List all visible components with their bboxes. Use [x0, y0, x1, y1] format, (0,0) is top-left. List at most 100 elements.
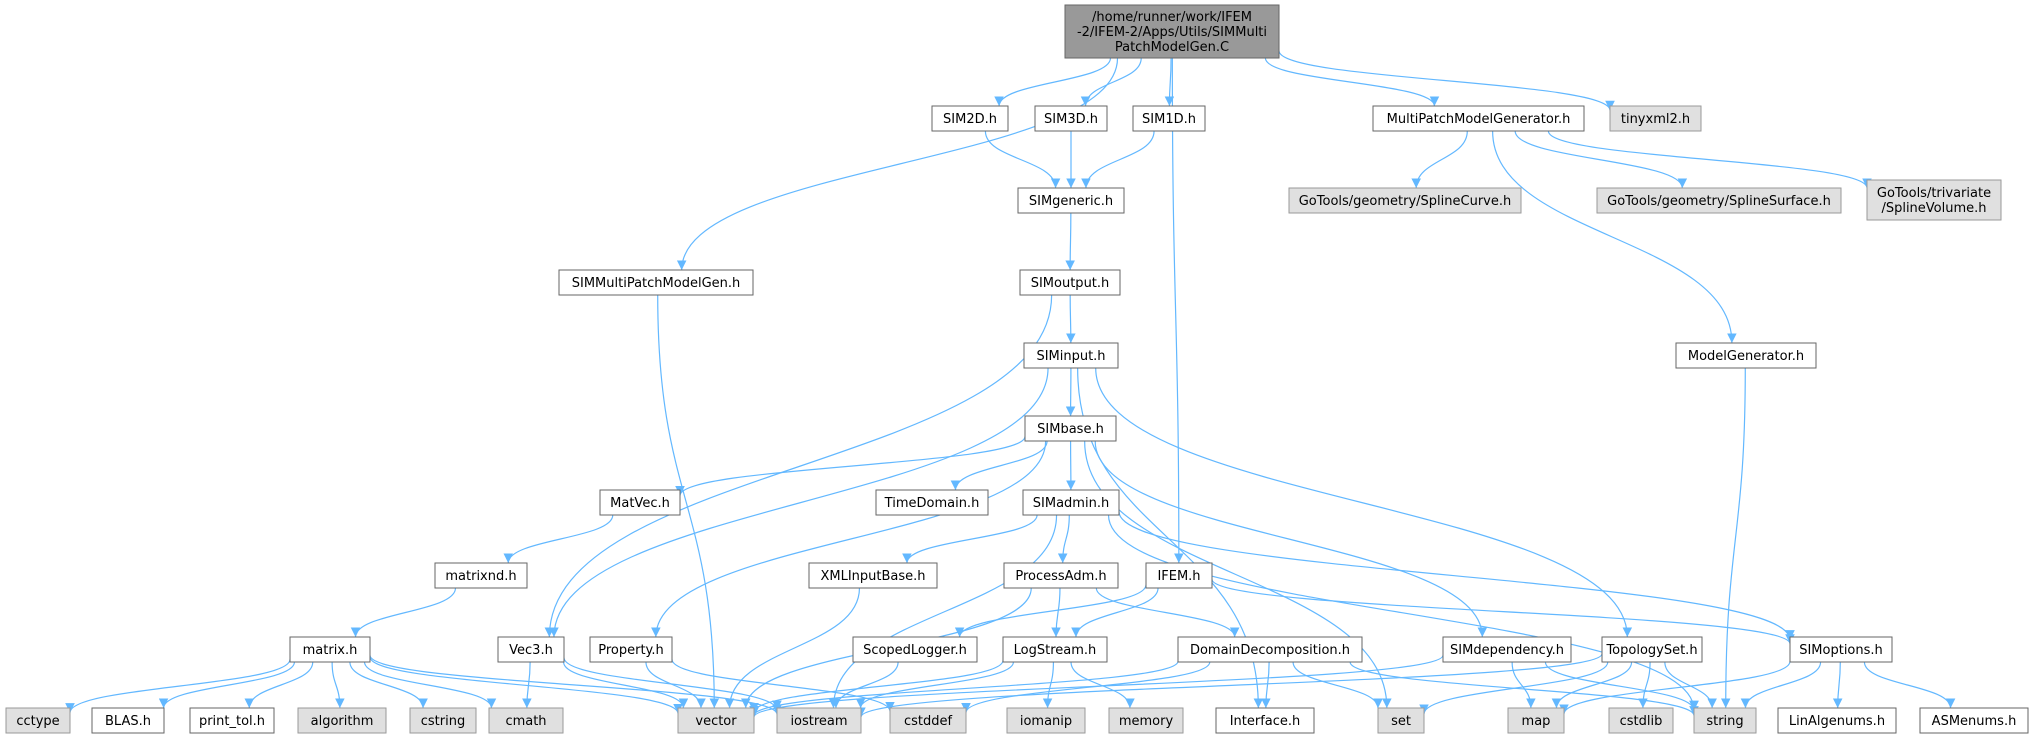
node-domaindecomp-box [1177, 636, 1363, 663]
node-blas-box [91, 707, 165, 734]
node-root-label: -2/IFEM-2/Apps/Utils/SIMMulti [1077, 25, 1267, 40]
node-modelgen[interactable]: ModelGenerator.h [1675, 342, 1817, 369]
node-processadm[interactable]: ProcessAdm.h [1003, 562, 1119, 589]
node-root-label: /home/runner/work/IFEM [1092, 10, 1252, 25]
node-vec3[interactable]: Vec3.h [497, 636, 565, 663]
node-timedomain[interactable]: TimeDomain.h [875, 489, 989, 516]
node-topologyset[interactable]: TopologySet.h [1601, 636, 1703, 663]
edge-vec3-to-vector [562, 661, 689, 709]
node-property[interactable]: Property.h [589, 636, 673, 663]
node-root[interactable]: /home/runner/work/IFEM-2/IFEM-2/Apps/Uti… [1064, 4, 1280, 59]
node-matvec-box [599, 489, 681, 516]
node-simgeneric-box [1017, 187, 1125, 214]
node-simdependency-box [1442, 636, 1572, 663]
node-sim3d[interactable]: SIM3D.h [1034, 105, 1108, 132]
node-simoutput[interactable]: SIMoutput.h [1019, 269, 1121, 296]
node-sim2d[interactable]: SIM2D.h [931, 105, 1009, 132]
node-blas[interactable]: BLAS.h [91, 707, 165, 734]
node-scopedlogger[interactable]: ScopedLogger.h [852, 636, 978, 663]
edge-simadmin-to-xmlinput [902, 514, 1038, 564]
node-sim1d-box [1132, 105, 1206, 132]
node-tinyxml: tinyxml2.h [1609, 105, 1702, 132]
edge-root-to-ifem [1171, 57, 1184, 564]
node-cstring-box [409, 707, 477, 734]
node-domaindecomp-label: DomainDecomposition.h [1190, 643, 1350, 658]
node-matvec[interactable]: MatVec.h [599, 489, 681, 516]
node-sim2d-label: SIM2D.h [943, 112, 997, 127]
edge-simadmin-to-iostream [828, 514, 1058, 709]
edge-simdependency-to-map [1511, 661, 1536, 709]
node-matvec-label: MatVec.h [610, 496, 670, 511]
node-asmenums-label: ASMenums.h [1932, 714, 2017, 729]
edge-logstream-to-iostream [855, 661, 1015, 709]
node-sim2d-box [931, 105, 1009, 132]
node-matrixnd[interactable]: matrixnd.h [434, 562, 528, 589]
edge-ifem-to-logstream [1071, 587, 1159, 638]
node-cstddef: cstddef [889, 707, 967, 734]
node-mpmg[interactable]: MultiPatchModelGenerator.h [1372, 105, 1585, 132]
node-ifem-box [1145, 562, 1213, 589]
node-splinesurf: GoTools/geometry/SplineSurface.h [1596, 187, 1842, 214]
edge-scopedlogger-to-iostream [831, 661, 899, 709]
node-simbase[interactable]: SIMbase.h [1024, 415, 1117, 442]
node-sim1d-label: SIM1D.h [1142, 112, 1196, 127]
node-matrixnd-label: matrixnd.h [445, 569, 516, 584]
node-root-label: PatchModelGen.C [1115, 40, 1229, 55]
node-memory: memory [1108, 707, 1184, 734]
edge-simoptions-to-map [1559, 661, 1791, 715]
node-ifem[interactable]: IFEM.h [1145, 562, 1213, 589]
node-simoutput-label: SIMoutput.h [1031, 276, 1110, 291]
edge-sim2d-to-simgeneric [984, 130, 1061, 189]
edge-matrix-to-cmath [363, 661, 497, 709]
node-topologyset-label: TopologySet.h [1605, 643, 1697, 658]
node-cstring: cstring [409, 707, 477, 734]
node-printtol[interactable]: print_tol.h [189, 707, 275, 734]
node-sim1d[interactable]: SIM1D.h [1132, 105, 1206, 132]
node-asmenums-box [1919, 707, 2029, 734]
node-interface[interactable]: Interface.h [1215, 707, 1315, 734]
node-cmath: cmath [488, 707, 564, 734]
node-memory-label: memory [1119, 714, 1174, 729]
node-asmenums[interactable]: ASMenums.h [1919, 707, 2029, 734]
node-iostream-label: iostream [790, 714, 847, 729]
node-iomanip: iomanip [1006, 707, 1086, 734]
node-splinevol: GoTools/trivariate/SplineVolume.h [1866, 179, 2002, 221]
node-siminput[interactable]: SIMinput.h [1023, 342, 1119, 369]
node-simgeneric[interactable]: SIMgeneric.h [1017, 187, 1125, 214]
node-simdependency[interactable]: SIMdependency.h [1442, 636, 1572, 663]
node-simdependency-label: SIMdependency.h [1450, 643, 1564, 658]
edge-simbase-to-set [1084, 440, 1392, 709]
edge-mpmg-to-splinecurve [1411, 130, 1468, 189]
node-siminput-box [1023, 342, 1119, 369]
node-cstdlib: cstdlib [1608, 707, 1674, 734]
node-vector-label: vector [695, 714, 737, 729]
node-mpmg-box [1372, 105, 1585, 132]
node-iomanip-box [1006, 707, 1086, 734]
edge-ifem-to-scopedlogger [954, 584, 1147, 638]
node-xmlinput-box [808, 562, 938, 589]
edge-matrix-to-iostream [369, 655, 782, 715]
node-linalgenums[interactable]: LinAlgenums.h [1777, 707, 1897, 734]
node-xmlinput[interactable]: XMLInputBase.h [808, 562, 938, 589]
node-logstream[interactable]: LogStream.h [1002, 636, 1108, 663]
edge-siminput-to-vec3 [549, 367, 1049, 638]
node-domaindecomp[interactable]: DomainDecomposition.h [1177, 636, 1363, 663]
node-vector-box [677, 707, 755, 734]
node-cstdlib-box [1608, 707, 1674, 734]
node-simoptions[interactable]: SIMoptions.h [1789, 636, 1893, 663]
node-simmpmg[interactable]: SIMMultiPatchModelGen.h [558, 269, 754, 296]
node-simadmin-label: SIMadmin.h [1033, 496, 1109, 511]
edge-topologyset-to-string [1664, 661, 1717, 709]
node-splinesurf-box [1596, 187, 1842, 214]
edge-topologyset-to-iostream [856, 653, 1603, 718]
node-linalgenums-label: LinAlgenums.h [1789, 714, 1885, 729]
node-simadmin[interactable]: SIMadmin.h [1022, 489, 1120, 516]
edge-simbase-to-timedomain [950, 440, 1048, 491]
node-matrix[interactable]: matrix.h [289, 636, 371, 663]
node-logstream-label: LogStream.h [1014, 643, 1097, 658]
node-printtol-label: print_tol.h [199, 714, 265, 729]
edge-domaindecomp-to-interface [1261, 661, 1271, 709]
edge-root-to-sim3d [1080, 57, 1142, 107]
node-processadm-label: ProcessAdm.h [1015, 569, 1106, 584]
